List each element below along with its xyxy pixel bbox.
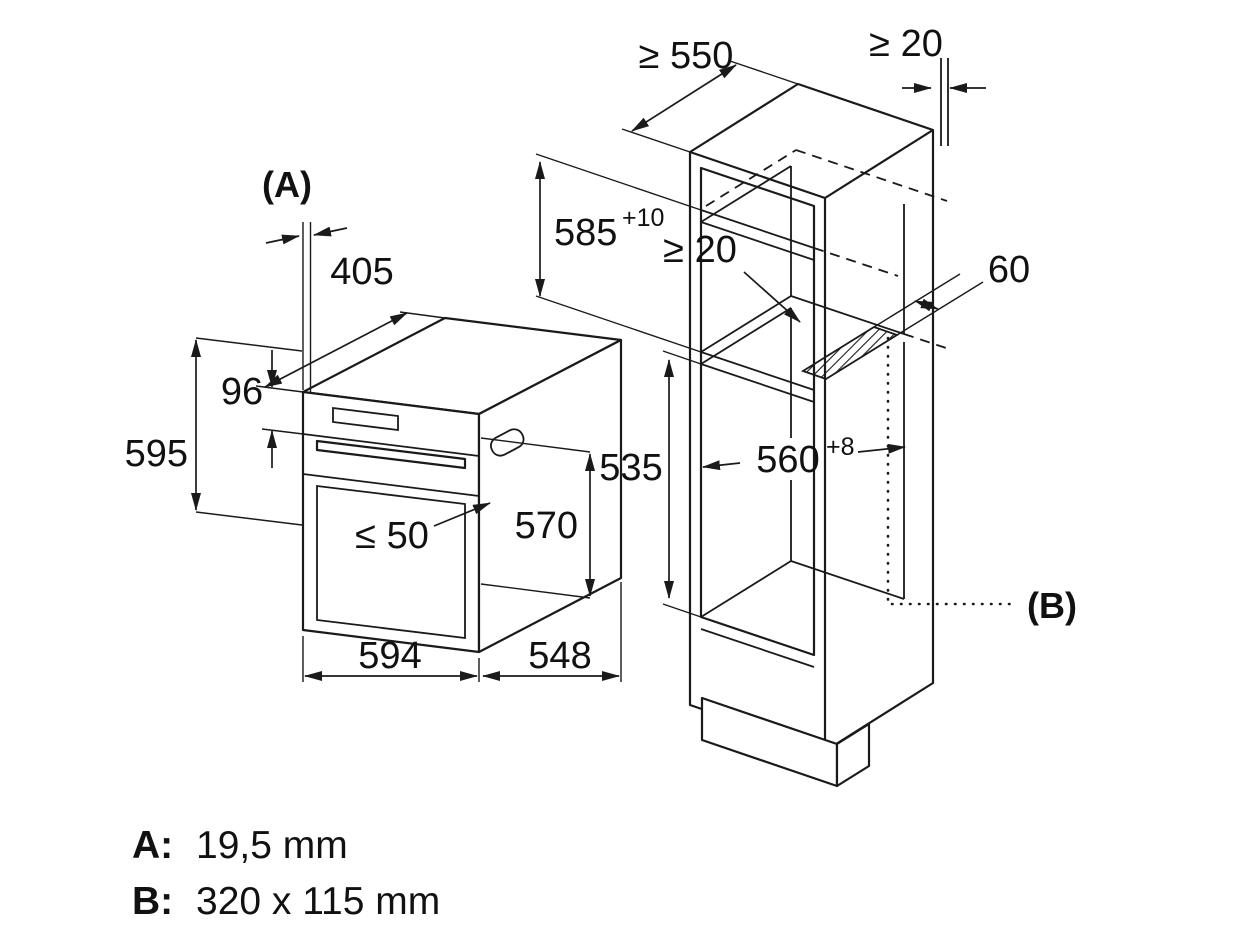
legend-a-value: 19,5 mm bbox=[196, 824, 348, 867]
side-grip-recess bbox=[490, 428, 525, 457]
door-inner-frame bbox=[316, 484, 466, 640]
legend-b-key: B: bbox=[132, 880, 173, 923]
shelf2-top-edge bbox=[700, 351, 815, 391]
dim-405: 405 bbox=[255, 251, 446, 393]
door-handle bbox=[315, 439, 467, 470]
dim-le50: ≤ 50 bbox=[355, 502, 491, 557]
shelf1-underside bbox=[700, 165, 792, 223]
label-548: 548 bbox=[528, 635, 591, 677]
label-ge550: ≥ 550 bbox=[639, 35, 734, 77]
label-96: 96 bbox=[221, 371, 263, 413]
dim-ge20-wall: ≥ 20 bbox=[869, 23, 986, 93]
dim-ge550: ≥ 550 bbox=[621, 35, 799, 153]
dim-560: 560 +8 bbox=[702, 433, 906, 481]
legend-a-key: A: bbox=[132, 824, 173, 867]
hidden-top-left-edge bbox=[705, 149, 797, 207]
legend-b-value: 320 x 115 mm bbox=[196, 880, 440, 923]
lower-floor-back-edge bbox=[790, 560, 905, 600]
legend: A: 19,5 mm B: 320 x 115 mm bbox=[132, 824, 440, 923]
dim-570: 570 bbox=[480, 437, 595, 599]
label-ge20-vent: ≥ 20 bbox=[663, 229, 737, 271]
cabinet-top-right-edge bbox=[824, 129, 934, 199]
label-535: 535 bbox=[599, 447, 662, 489]
cabinet-dimensions: ≥ 550 ≥ 20 585 +10 ≥ 20 60 bbox=[535, 23, 1077, 626]
floor-front-lower-edge bbox=[700, 628, 815, 668]
b-reference-dotted-line bbox=[886, 336, 1017, 606]
dim-548: 548 bbox=[482, 582, 622, 682]
dim-594: 594 bbox=[302, 635, 480, 682]
label-a-marker: (A) bbox=[262, 164, 312, 205]
dim-60: 60 bbox=[873, 249, 1030, 336]
shelf2-left-junction bbox=[700, 295, 792, 353]
label-b-marker: (B) bbox=[1027, 585, 1077, 626]
dim-ge20-vent: ≥ 20 bbox=[663, 229, 801, 323]
oven-drawing bbox=[301, 316, 623, 654]
label-595: 595 bbox=[125, 433, 188, 475]
cabinet-front-opening bbox=[699, 166, 816, 657]
shelf2-back-edge bbox=[790, 295, 905, 335]
label-560: 560 bbox=[756, 439, 819, 481]
hidden-shelf1-edge bbox=[813, 247, 899, 277]
label-594: 594 bbox=[358, 635, 421, 677]
label-585: 585 bbox=[554, 212, 617, 254]
dim-535: 535 bbox=[599, 350, 702, 618]
control-panel-line bbox=[302, 433, 480, 457]
display-window bbox=[332, 406, 399, 432]
plinth-side bbox=[835, 722, 871, 788]
dim-96: 96 bbox=[221, 350, 304, 468]
label-560-tolerance: +8 bbox=[826, 433, 855, 461]
label-570: 570 bbox=[515, 505, 578, 547]
dim-585: 585 +10 bbox=[535, 153, 702, 353]
hidden-shelf2-back-extension bbox=[903, 333, 953, 351]
lower-floor-left-junction bbox=[700, 560, 792, 618]
shelf2-underside bbox=[700, 307, 792, 365]
oven-dimensions: (A) 405 96 595 ≤ 50 bbox=[125, 164, 622, 682]
shelf1-bottom-edge bbox=[700, 221, 815, 261]
label-le50: ≤ 50 bbox=[355, 515, 429, 557]
label-ge20-wall: ≥ 20 bbox=[869, 23, 943, 65]
shelf2-bottom-edge bbox=[700, 363, 815, 403]
dim-595: 595 bbox=[125, 337, 303, 526]
shelf1-top-edge bbox=[700, 209, 815, 249]
label-405: 405 bbox=[330, 251, 393, 293]
cabinet-drawing bbox=[688, 58, 1017, 788]
door-top-line bbox=[302, 473, 480, 497]
hidden-top-back-edge bbox=[795, 149, 948, 202]
label-585-tolerance: +10 bbox=[622, 204, 664, 232]
label-60: 60 bbox=[988, 249, 1030, 291]
